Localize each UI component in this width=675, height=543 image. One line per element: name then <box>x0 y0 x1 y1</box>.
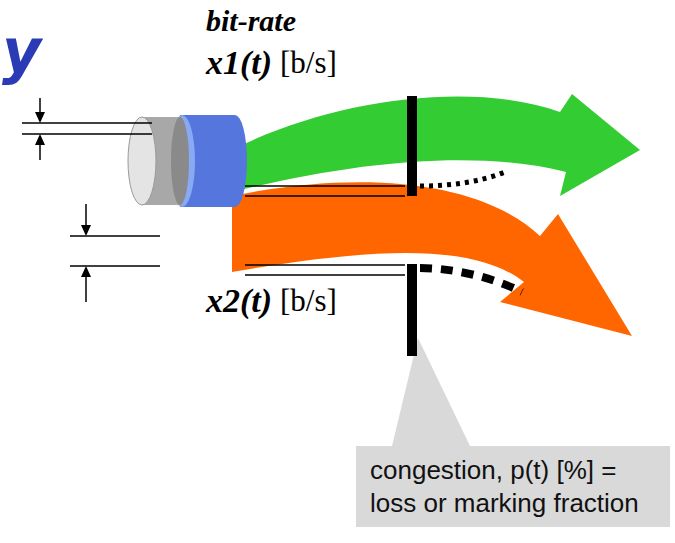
link-cylinder <box>128 115 247 207</box>
flow-arrow-1 <box>232 94 640 196</box>
callout-box: congestion, p(t) [%] = loss or marking f… <box>356 446 670 527</box>
heading-label: bit-rate <box>206 4 296 37</box>
callout-pointer <box>392 338 470 446</box>
title-fragment: y <box>2 18 41 84</box>
signal-name: x1(t) <box>206 44 272 81</box>
unit-label: [b/s] <box>280 284 337 318</box>
dropped-packets-1 <box>420 172 505 186</box>
dimension-lines <box>22 98 405 302</box>
flow-arrow-2 <box>232 182 632 336</box>
dropped-packets-2 <box>420 268 522 292</box>
dimension-arrowheads <box>35 112 91 277</box>
barrier-top <box>407 96 417 196</box>
callout-text: congestion, p(t) [%] = loss or marking f… <box>370 454 660 519</box>
barrier-bottom <box>407 264 417 356</box>
unit-label: [b/s] <box>280 46 337 80</box>
signal-name: x2(t) <box>206 282 272 319</box>
